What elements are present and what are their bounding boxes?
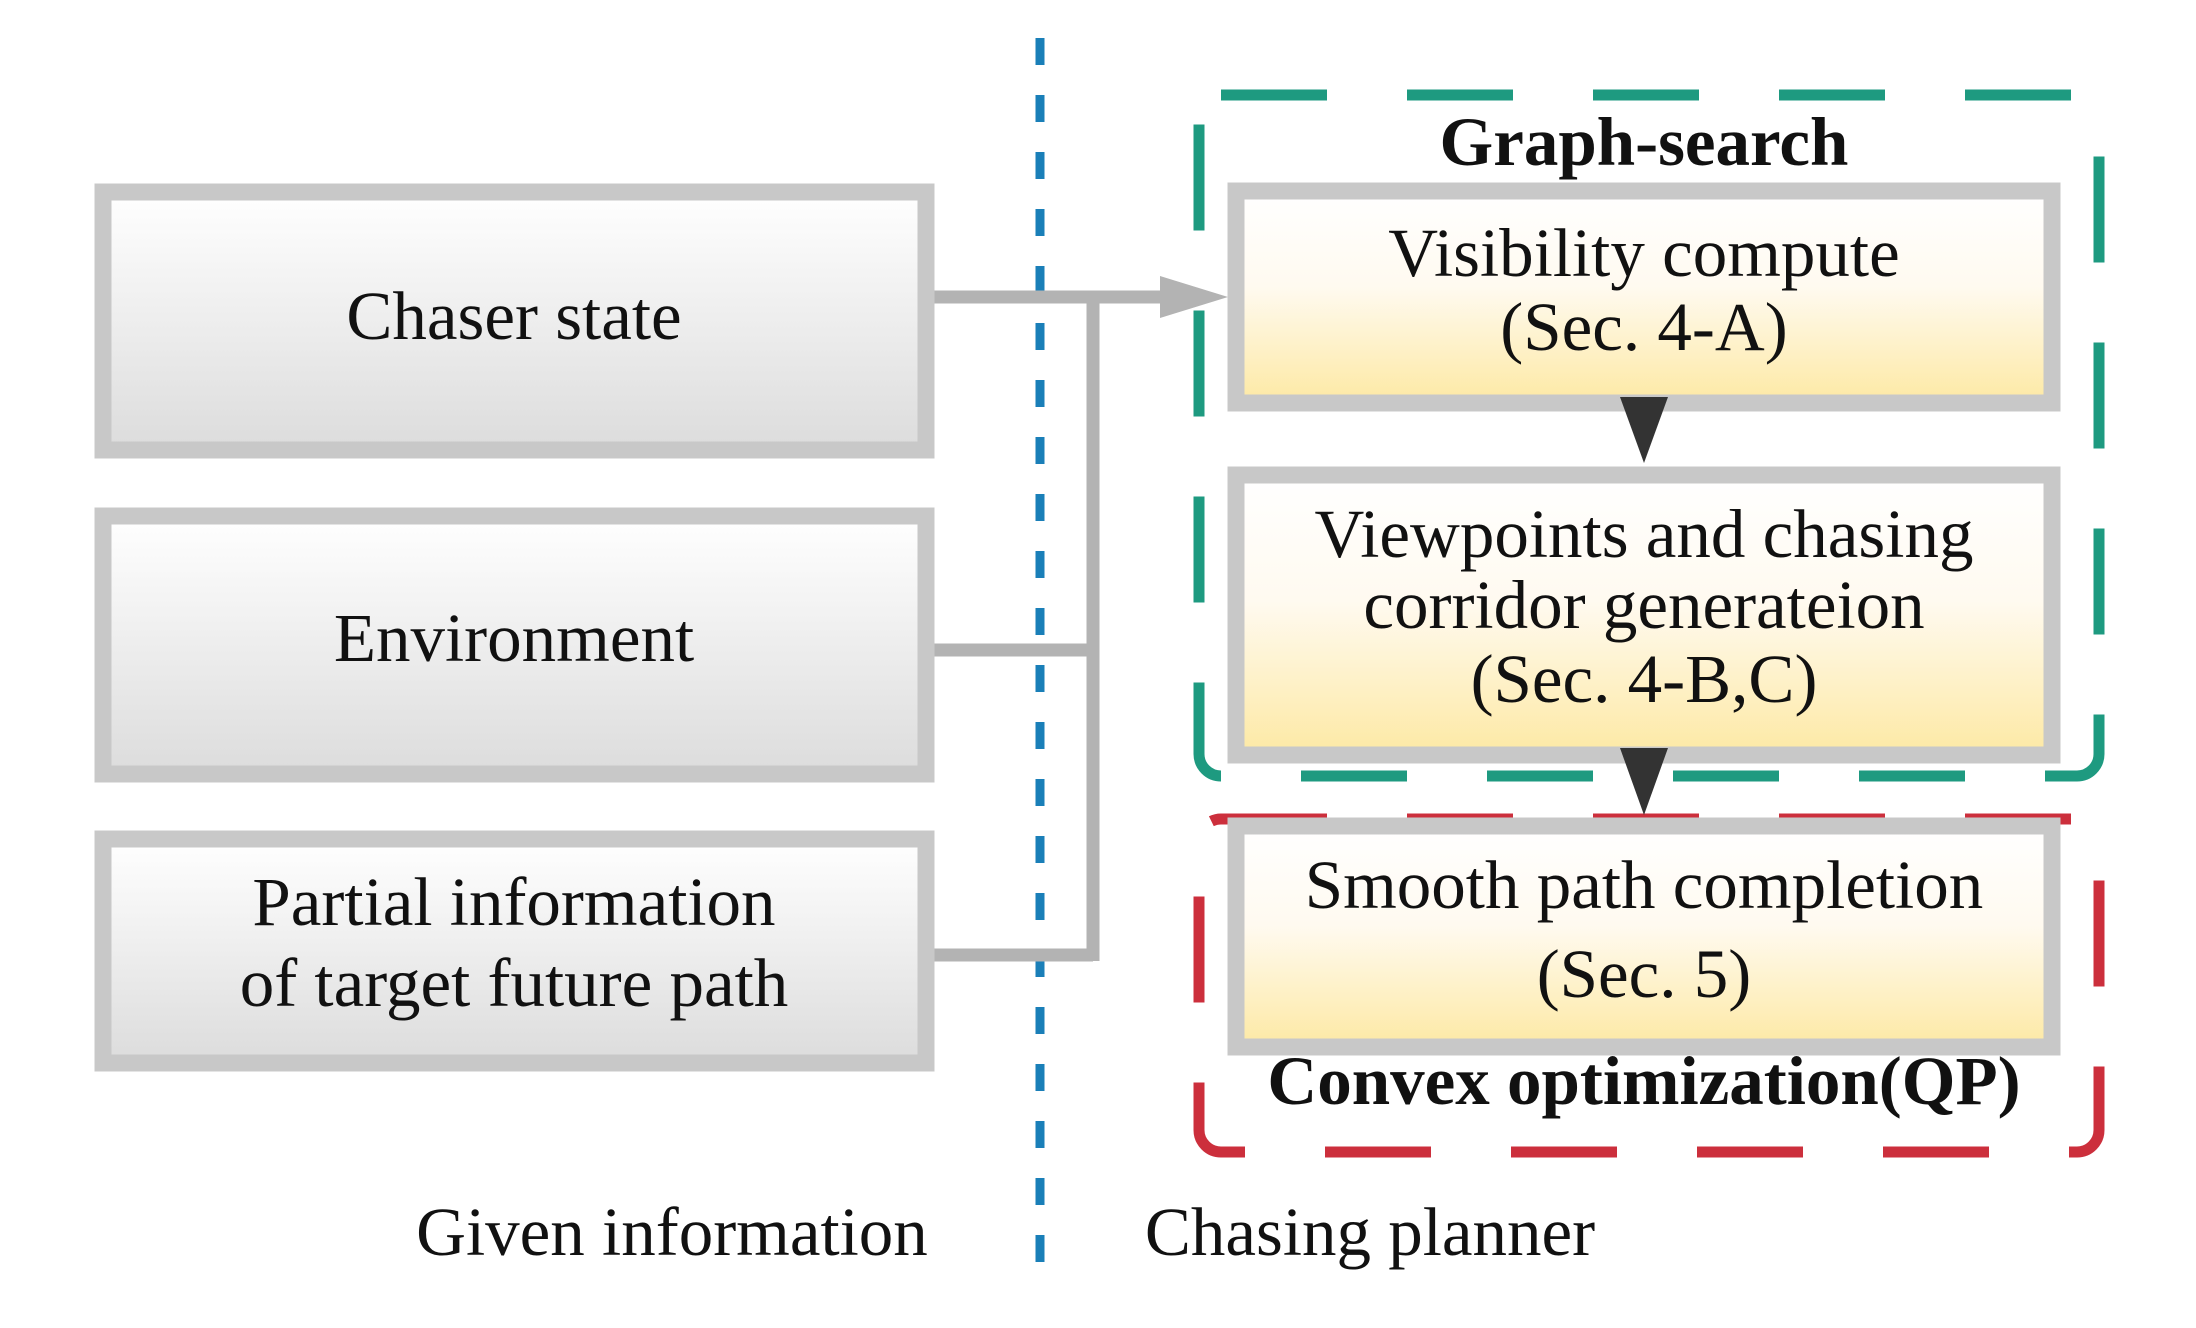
input-arrowhead xyxy=(1160,276,1228,318)
viewpoints-box: Viewpoints and chasing corridor generate… xyxy=(1227,466,2061,764)
environment-label: Environment xyxy=(334,600,694,676)
viewpoints-line-1: Viewpoints and chasing xyxy=(1315,496,1974,572)
graph-search-group xyxy=(1193,89,2105,782)
visibility-box: Visibility compute (Sec. 4-A) xyxy=(1227,182,2061,412)
partial-info-line-1: Partial information xyxy=(252,864,775,940)
chasing-planner-label: Chasing planner xyxy=(1145,1194,1595,1270)
arrow-visibility-to-viewpoints xyxy=(1620,397,1668,463)
smooth-line-1: Smooth path completion xyxy=(1305,847,1983,923)
visibility-line-2: (Sec. 4-A) xyxy=(1500,289,1787,365)
chaser-state-box: Chaser state xyxy=(94,183,935,459)
viewpoints-line-3: (Sec. 4-B,C) xyxy=(1471,641,1818,717)
partial-info-box: Partial information of target future pat… xyxy=(94,830,935,1072)
smooth-path-box: Smooth path completion (Sec. 5) xyxy=(1227,817,2061,1056)
visibility-line-1: Visibility compute xyxy=(1388,215,1899,291)
convex-optimization-label: Convex optimization(QP) xyxy=(1267,1043,2020,1119)
arrow-viewpoints-to-smooth xyxy=(1620,748,1668,815)
viewpoints-line-2: corridor generateion xyxy=(1363,567,1924,643)
chaser-state-label: Chaser state xyxy=(346,278,681,354)
connectors xyxy=(926,290,1175,962)
partial-info-line-2: of target future path xyxy=(240,945,789,1021)
graph-search-label: Graph-search xyxy=(1440,104,1849,180)
environment-box: Environment xyxy=(94,507,935,783)
smooth-line-2: (Sec. 5) xyxy=(1537,936,1752,1012)
given-information-label: Given information xyxy=(416,1194,928,1270)
